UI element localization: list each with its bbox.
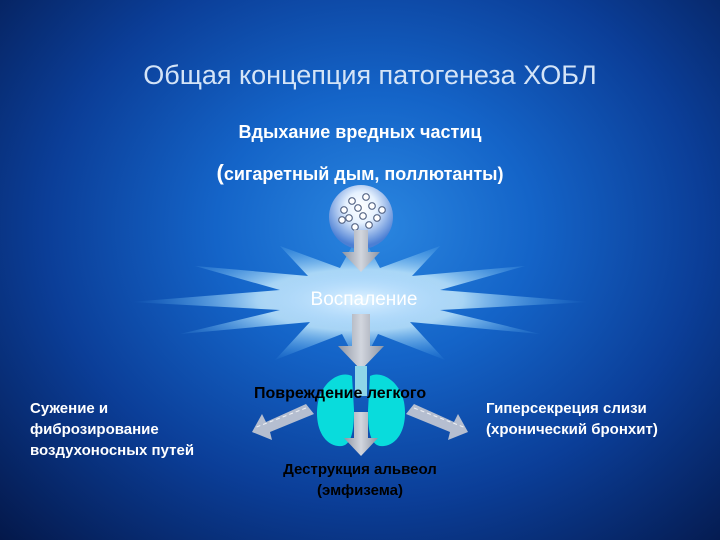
arrow-to-destruction bbox=[344, 412, 378, 456]
airway-narrowing-label: Сужение и фиброзирование воздухоносных п… bbox=[30, 398, 194, 461]
alveolar-line-1: Деструкция альвеол bbox=[283, 461, 437, 478]
mucus-line-1: Гиперсекреция слизи bbox=[486, 400, 647, 417]
paren-open: ( bbox=[216, 160, 224, 185]
airway-line-2: фиброзирование bbox=[30, 421, 159, 438]
inhalation-subheading-text: сигаретный дым, поллютанты) bbox=[223, 164, 504, 184]
airway-line-3: воздухоносных путей bbox=[30, 442, 195, 459]
arrow-to-right bbox=[406, 404, 468, 440]
arrow-to-inflammation bbox=[342, 230, 380, 272]
inflammation-label: Воспаление bbox=[310, 289, 418, 310]
lung-damage-label: Повреждение легкого bbox=[254, 385, 427, 402]
alveolar-line-2: (эмфизема) bbox=[317, 482, 403, 499]
mucus-line-2: (хронический бронхит) bbox=[486, 421, 658, 438]
mucus-hypersecretion-label: Гиперсекреция слизи (хронический бронхит… bbox=[486, 398, 658, 440]
particles-icon bbox=[338, 193, 386, 231]
inhalation-heading: Вдыхание вредных частиц bbox=[238, 122, 482, 142]
inhalation-subheading: (сигаретный дым, поллютанты) bbox=[0, 160, 720, 186]
trachea bbox=[355, 366, 367, 396]
lungs-icon bbox=[316, 374, 406, 447]
arrow-to-lung-damage bbox=[338, 314, 384, 370]
airway-line-1: Сужение и bbox=[30, 400, 109, 417]
page-title: Общая концепция патогенеза ХОБЛ bbox=[143, 60, 597, 90]
alveolar-destruction-label: Деструкция альвеол (эмфизема) bbox=[255, 459, 465, 501]
inflammation-glow bbox=[265, 270, 455, 330]
arrow-to-left bbox=[252, 404, 314, 440]
